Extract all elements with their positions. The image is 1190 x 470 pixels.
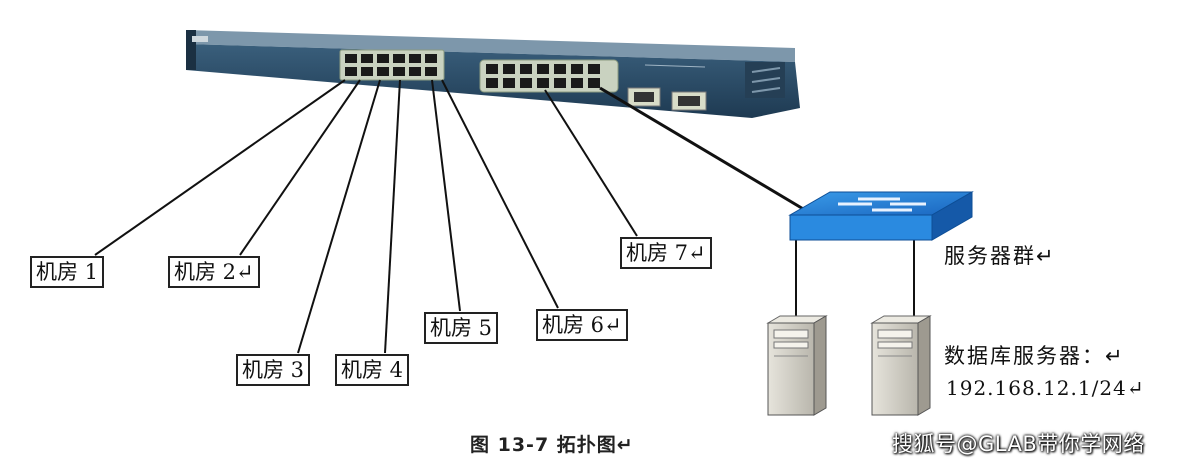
cable-lines bbox=[94, 79, 915, 354]
room-1-label: 机房 1 bbox=[30, 256, 105, 288]
workgroup-switch-icon bbox=[788, 191, 974, 241]
room-6-label: 机房 6↵ bbox=[536, 309, 628, 341]
core-switch-icon bbox=[186, 30, 800, 118]
room-7-label: 机房 7↵ bbox=[620, 237, 712, 269]
room-2-label: 机房 2↵ bbox=[168, 256, 260, 288]
room-4-label: 机房 4 bbox=[335, 354, 410, 386]
watermark: 搜狐号@GLAB带你学网络 bbox=[892, 432, 1145, 456]
db-server-label: 数据库服务器：↵ bbox=[944, 344, 1125, 368]
server-2-icon bbox=[870, 315, 932, 416]
room-5-label: 机房 5 bbox=[424, 312, 499, 344]
db-server-ip: 192.168.12.1/24↵ bbox=[946, 376, 1145, 400]
server-farm-label: 服务器群↵ bbox=[944, 244, 1056, 268]
room-3-label: 机房 3 bbox=[236, 354, 311, 386]
figure-caption: 图 13-7 拓扑图↵ bbox=[470, 434, 634, 456]
server-1-icon bbox=[766, 315, 828, 416]
